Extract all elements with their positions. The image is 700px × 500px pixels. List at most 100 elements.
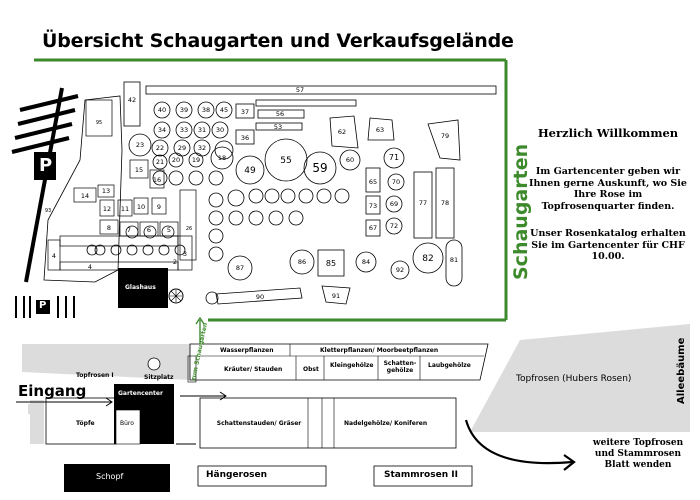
svg-text:90: 90: [256, 293, 264, 301]
bed-81: [445, 239, 463, 287]
bed-63: [367, 117, 395, 141]
svg-text:12: 12: [103, 205, 111, 213]
bed-53: [255, 122, 303, 131]
svg-text:15: 15: [135, 166, 143, 174]
buero-area: [115, 409, 141, 445]
svg-text:62: 62: [338, 128, 346, 136]
svg-text:21: 21: [156, 158, 164, 166]
svg-text:30: 30: [216, 126, 224, 134]
svg-text:87: 87: [236, 264, 244, 272]
toepfe-label: Töpfe: [76, 420, 95, 427]
svg-text:2: 2: [173, 258, 177, 266]
info-text: Im Gartencenter geben wir Ihnen gerne Au…: [529, 166, 687, 212]
bed-42: [123, 81, 141, 127]
blatt-wenden-text: weitere Topfrosen und Stammrosen Blatt w…: [592, 438, 684, 470]
bed-15: [129, 159, 149, 179]
wasserpflanzen-label: Wasserpflanzen: [220, 347, 274, 354]
svg-text:36: 36: [241, 134, 249, 142]
haengerosen-label: Hängerosen: [206, 470, 268, 480]
bed-54: [255, 99, 357, 107]
kraeuter-label: Kräuter/ Stauden: [224, 366, 283, 373]
svg-text:72: 72: [390, 222, 398, 230]
bed-13: [97, 184, 115, 198]
svg-text:86: 86: [298, 258, 306, 266]
glashaus-building: [118, 268, 168, 308]
bed-10: [133, 197, 149, 215]
svg-text:31: 31: [198, 126, 206, 134]
svg-text:13: 13: [102, 187, 110, 195]
haengerosen-area: [197, 465, 327, 487]
svg-text:16: 16: [153, 176, 161, 184]
bed-65: [365, 167, 381, 193]
svg-text:34: 34: [158, 126, 166, 134]
svg-text:8: 8: [107, 224, 111, 232]
parking-sign: [34, 152, 56, 180]
schopf-label: Schopf: [96, 472, 124, 481]
bed-36: [235, 129, 255, 145]
welcome-heading: Herzlich Willkommen: [537, 126, 679, 140]
svg-text:18: 18: [218, 154, 226, 162]
svg-text:19: 19: [192, 156, 200, 164]
bed-3-strip: [177, 235, 193, 271]
svg-text:32: 32: [198, 144, 206, 152]
svg-text:71: 71: [389, 153, 399, 162]
bed-56: [257, 109, 305, 119]
bed-91: [321, 285, 351, 305]
bed-78: [435, 167, 455, 239]
svg-text:53: 53: [274, 123, 282, 131]
nadelgehoelze-label: Nadelgehölze/ Koniferen: [344, 420, 428, 427]
bed-16: [149, 169, 165, 189]
schopf-building: [64, 464, 170, 492]
svg-text:7: 7: [127, 226, 131, 234]
laubgehoelze-label: Laubgehölze: [428, 362, 471, 369]
gartencenter-label: Gartencenter: [118, 390, 163, 397]
bed-57: [145, 85, 497, 95]
bed-85: [317, 249, 345, 277]
bed-79: [427, 119, 461, 161]
svg-text:39: 39: [180, 106, 188, 114]
allee-label: Alleebäume: [676, 337, 687, 404]
blatt-wenden-arrow: [464, 419, 573, 465]
svg-text:93: 93: [45, 208, 51, 214]
svg-text:82: 82: [422, 254, 433, 264]
svg-text:11: 11: [121, 205, 129, 213]
stammrosen-ii-label: Stammrosen II: [384, 470, 458, 480]
svg-text:57: 57: [296, 86, 304, 94]
svg-text:67: 67: [369, 224, 377, 232]
bed-4: [47, 239, 61, 271]
parking-sign-2: [36, 300, 50, 314]
svg-text:81: 81: [450, 256, 458, 264]
stammrosen-ii-area: [373, 465, 473, 487]
bed-97: [28, 404, 42, 414]
kleingehoelze-label: Kleingehölze: [330, 362, 374, 369]
svg-text:77: 77: [419, 199, 427, 207]
middle-sales-area: [199, 397, 457, 449]
svg-text:65: 65: [369, 178, 377, 186]
svg-text:60: 60: [346, 156, 354, 164]
svg-text:95: 95: [96, 120, 102, 126]
bed-26-strip: [179, 189, 197, 261]
topfrosen-hubers-label: Topfrosen (Hubers Rosen): [516, 374, 632, 384]
svg-text:78: 78: [441, 199, 449, 207]
svg-text:49: 49: [244, 166, 256, 176]
schattengehoelze-label: Schatten-gehölze: [383, 360, 417, 374]
parking-symbol: P: [39, 155, 53, 176]
bed-8: [99, 219, 119, 235]
bed-14: [73, 187, 97, 203]
svg-text:23: 23: [136, 141, 144, 149]
parking-symbol-2: P: [39, 300, 47, 311]
svg-text:73: 73: [369, 202, 377, 210]
svg-text:5: 5: [167, 226, 171, 234]
sitzplatz-symbol: [147, 357, 161, 371]
sales-main-strip: [189, 343, 489, 381]
svg-text:85: 85: [326, 259, 336, 268]
svg-text:56: 56: [276, 110, 284, 118]
svg-text:91: 91: [332, 292, 340, 300]
svg-text:79: 79: [441, 132, 449, 140]
catalog-text: Unser Rosenkatalog erhalten Sie im Garte…: [530, 228, 686, 262]
svg-text:55: 55: [280, 156, 291, 166]
svg-text:29: 29: [178, 144, 186, 152]
